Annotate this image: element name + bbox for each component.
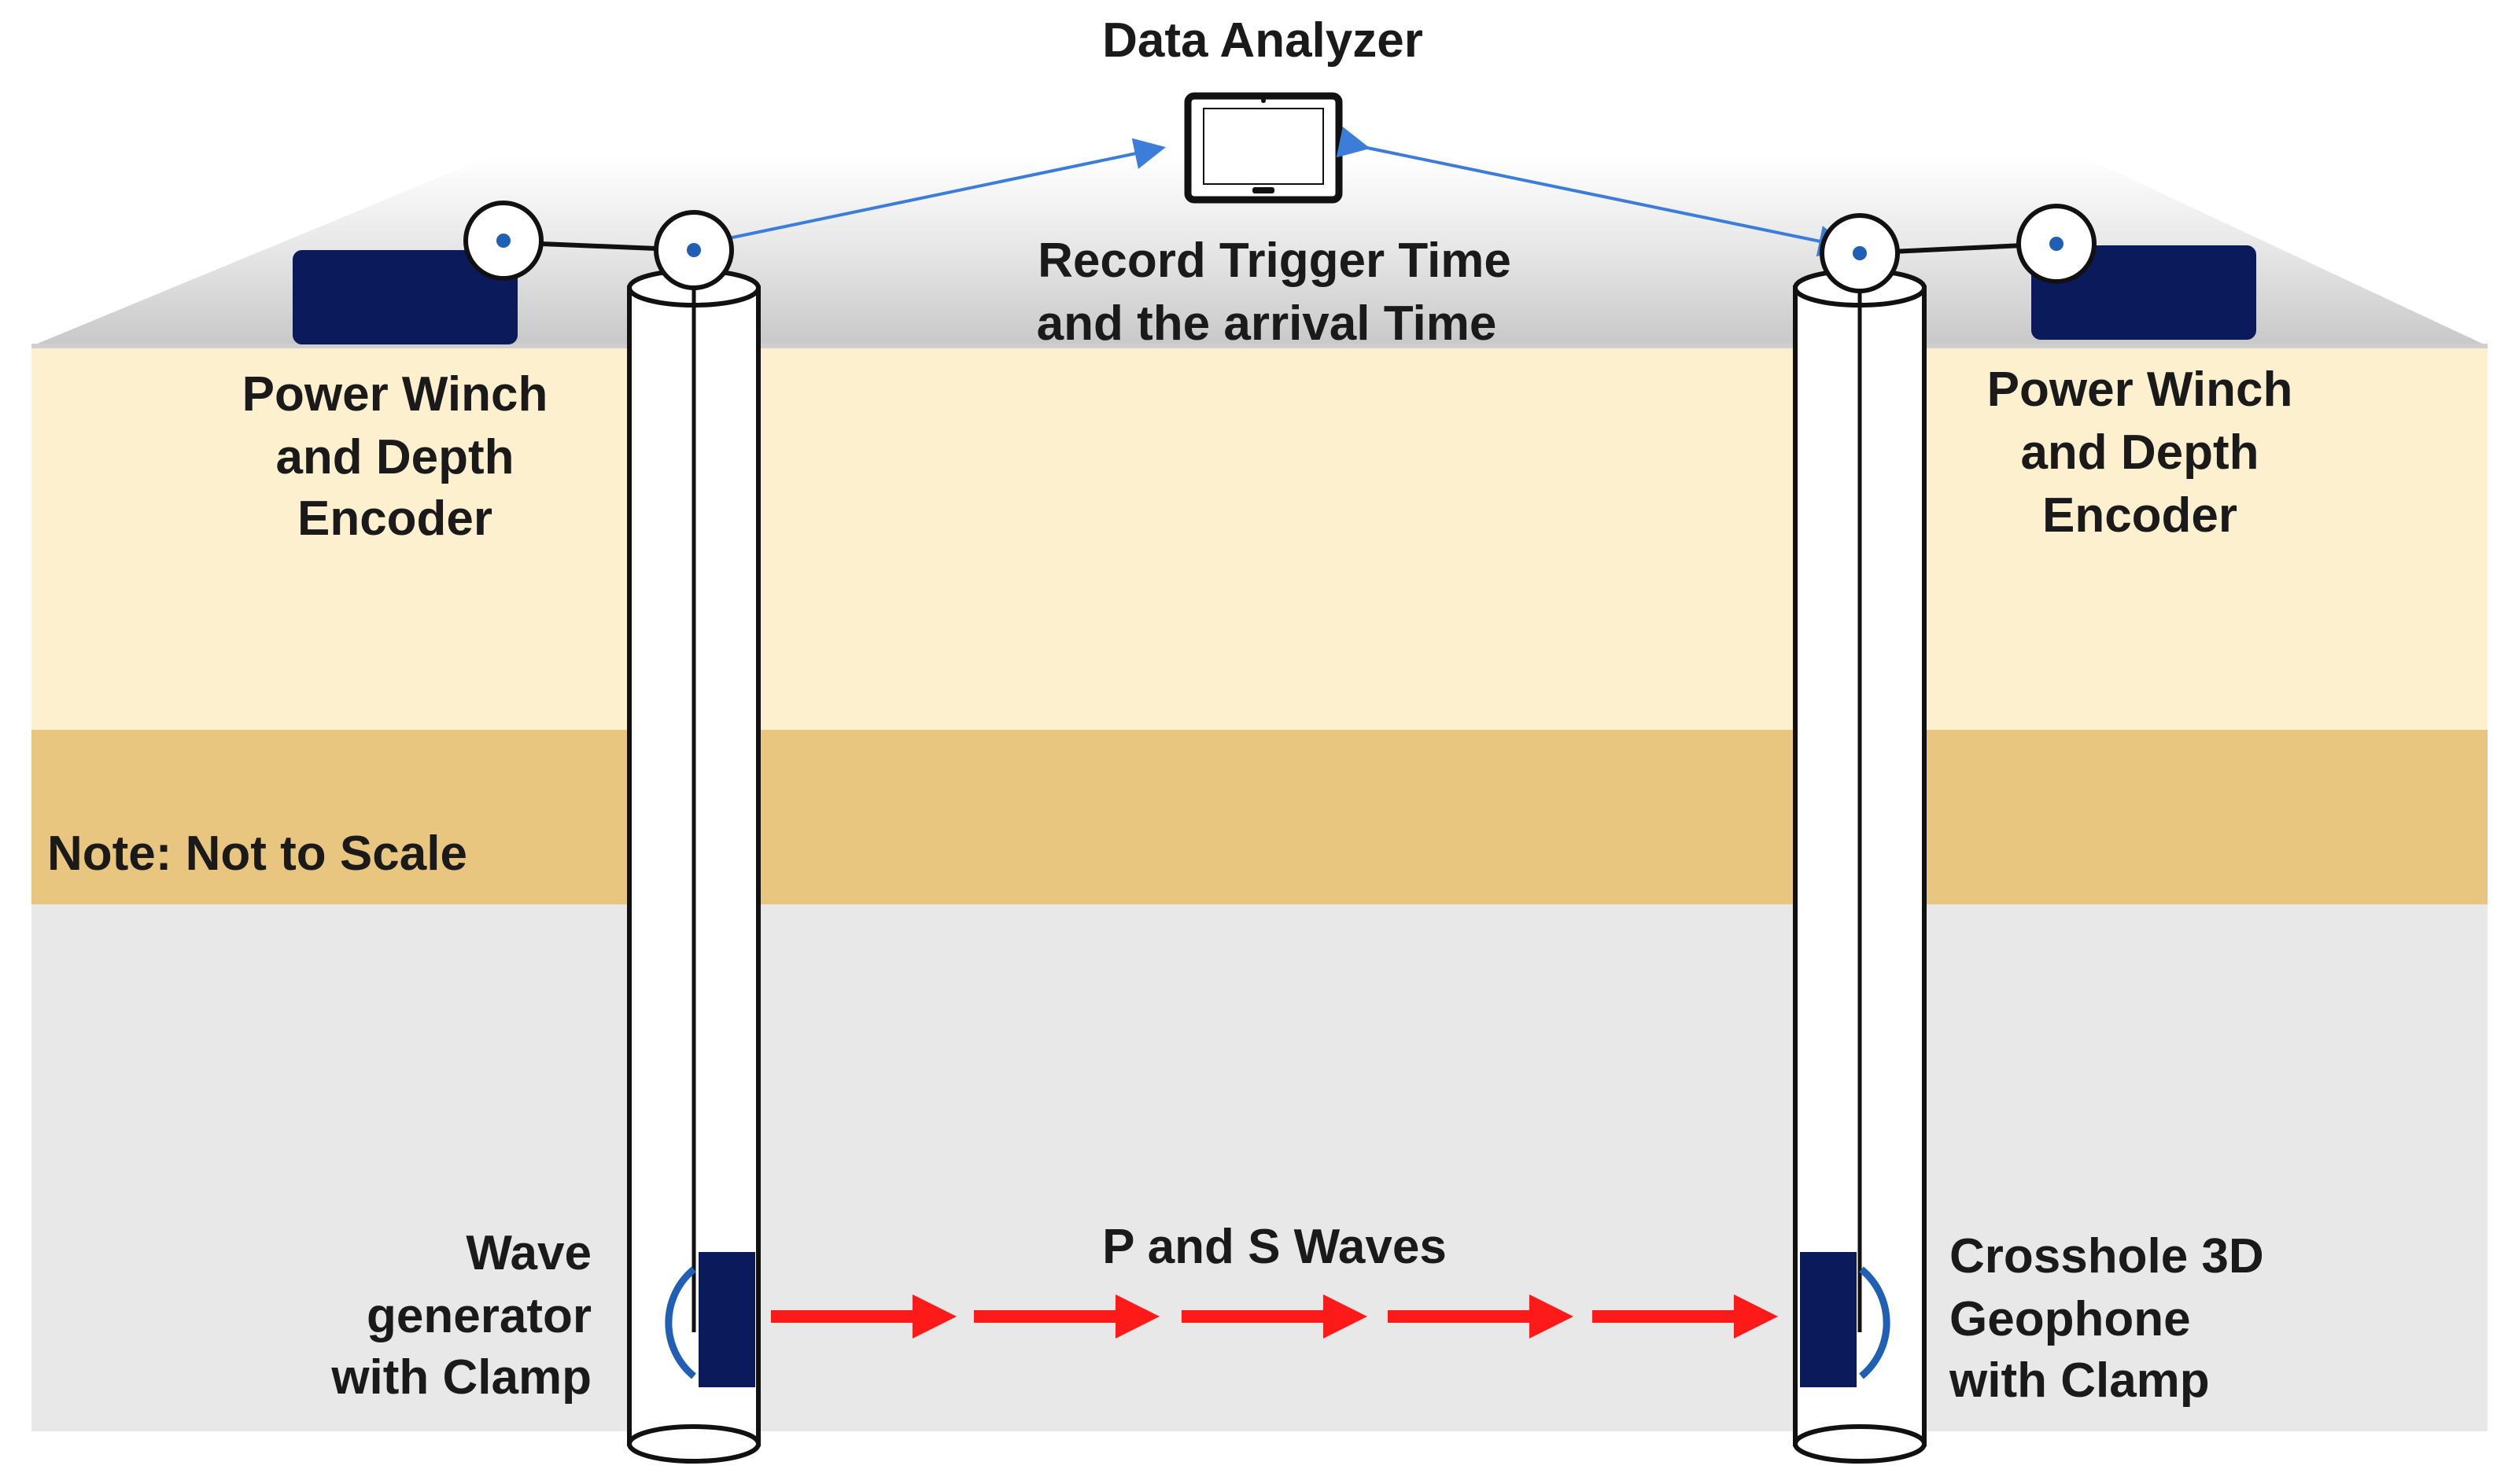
right-winch-pulley-icon [2016,204,2097,284]
receiver-label-line2: Geophone [1949,1292,2191,1346]
wave-arrow-1 [771,1294,957,1339]
right-borehole [1793,253,1927,1464]
source-label-line3: with Clamp [330,1350,592,1405]
scale-note: Note: Not to Scale [47,827,467,881]
data-analyzer-title: Data Analyzer [1102,13,1423,68]
wave-arrow-2 [974,1294,1160,1339]
tablet-icon [1184,92,1343,204]
source-label-line1: Wave [466,1226,592,1280]
right-winch-label-line2: and Depth [2020,425,2259,480]
left-borehole-pulley-icon [654,210,734,290]
right-borehole-pulley-icon [1820,213,1900,293]
left-winch-box [293,250,518,344]
soil-layer-middle [31,730,2488,904]
left-winch-label-line1: Power Winch [242,367,548,422]
source-label-line2: generator [367,1289,592,1343]
wave-generator [665,1252,755,1387]
receiver-label-line1: Crosshole 3D [1949,1229,2264,1283]
wave-arrow-4 [1388,1294,1573,1339]
right-winch-label-line1: Power Winch [1987,363,2293,417]
wave-arrows [771,1294,1778,1339]
right-winch-label-line3: Encoder [2042,488,2237,543]
soil-layer-bottom [31,904,2488,1431]
left-winch-pulley-icon [463,201,544,281]
wave-arrow-3 [1182,1294,1367,1339]
geophone [1800,1252,1890,1387]
wave-arrow-5 [1592,1294,1778,1339]
left-winch-label-line3: Encoder [297,492,492,546]
soil-layer-top [31,346,2488,730]
record-text-line2: and the arrival Time [1037,296,1497,351]
left-winch-label-line2: and Depth [275,430,514,484]
signal-line-left [678,138,1166,263]
wave-label: P and S Waves [1102,1220,1447,1274]
record-text-line1: Record Trigger Time [1038,234,1511,288]
receiver-label-line3: with Clamp [1949,1353,2210,1408]
signal-line-right [1336,127,1850,257]
